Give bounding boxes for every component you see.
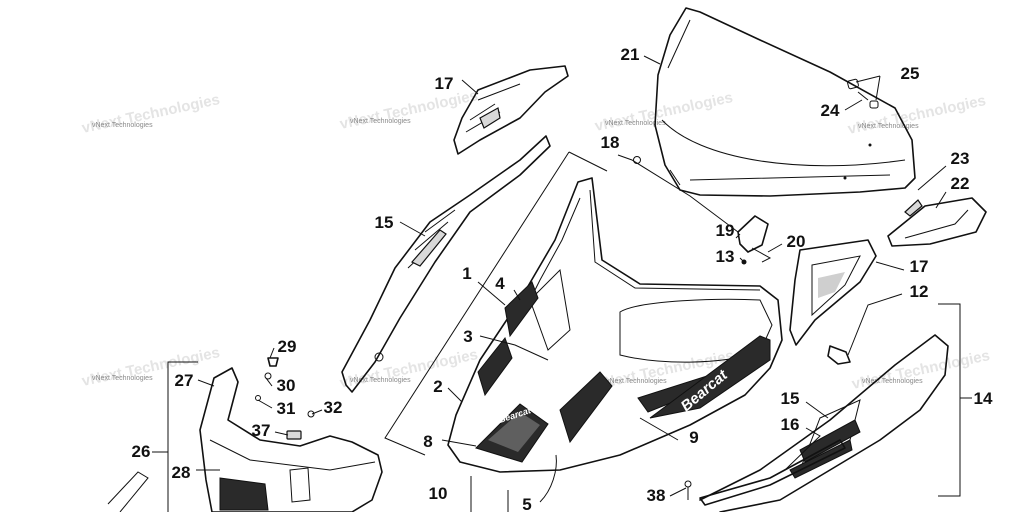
callout-c26: 26 xyxy=(132,442,151,461)
watermark-text: vNext Technologies xyxy=(92,122,153,129)
callout-c38: 38 xyxy=(647,486,666,505)
mirror-right xyxy=(789,239,877,346)
callout-c1: 1 xyxy=(462,264,471,283)
watermark-layer: vNext Technologies vNext Technologies vNex… xyxy=(80,87,991,393)
watermark-text: vNext Technologies xyxy=(92,375,153,382)
callout-c31: 31 xyxy=(277,399,296,418)
mirror-left xyxy=(453,65,569,155)
watermark-shadow: vNext Technologies xyxy=(80,344,221,390)
callout-c17a: 17 xyxy=(435,74,454,93)
callout-c14: 14 xyxy=(974,389,993,408)
watermark-shadow: vNext Technologies xyxy=(850,347,991,393)
callout-c16: 16 xyxy=(781,415,800,434)
callout-c9: 9 xyxy=(689,428,698,447)
watermark-text: vNext Technologies xyxy=(606,378,667,385)
bracket-1 xyxy=(384,151,608,456)
callout-c8: 8 xyxy=(423,432,432,451)
hardware xyxy=(255,78,879,500)
callout-c23: 23 xyxy=(951,149,970,168)
callout-c27: 27 xyxy=(175,371,194,390)
callout-c3: 3 xyxy=(463,327,472,346)
leader-lines xyxy=(152,55,972,512)
callout-c28: 28 xyxy=(172,463,191,482)
callout-c10: 10 xyxy=(429,484,448,503)
callout-c19: 19 xyxy=(716,221,735,240)
callout-c13: 13 xyxy=(716,247,735,266)
callout-c30: 30 xyxy=(277,376,296,395)
callout-c5: 5 xyxy=(522,495,531,512)
watermark-shadow: vNext Technologies xyxy=(593,89,734,135)
side-panel-right xyxy=(699,334,949,512)
watermark-text: vNext Technologies xyxy=(858,123,919,130)
callout-c21: 21 xyxy=(621,45,640,64)
watermark-shadow: vNext Technologies xyxy=(846,92,987,138)
side-trim-left xyxy=(341,135,551,393)
callout-c20: 20 xyxy=(787,232,806,251)
callout-c17b: 17 xyxy=(910,257,929,276)
hood xyxy=(447,177,783,473)
watermark-text: vNext Technologies xyxy=(350,377,411,384)
front-bumper xyxy=(107,367,383,512)
callout-c25: 25 xyxy=(901,64,920,83)
callout-c22: 22 xyxy=(951,174,970,193)
watermark-text: vNext Technologies xyxy=(350,118,411,125)
callout-c4: 4 xyxy=(495,274,505,293)
callout-c32: 32 xyxy=(324,398,343,417)
callout-c15a: 15 xyxy=(375,213,394,232)
watermark-text: vNext Technologies xyxy=(605,120,666,127)
watermark-text: vNext Technologies xyxy=(862,378,923,385)
callout-c15b: 15 xyxy=(781,389,800,408)
callout-c24: 24 xyxy=(821,101,840,120)
callout-c2: 2 xyxy=(433,377,442,396)
headlight-lens xyxy=(887,197,987,247)
watermark-shadow: vNext Technologies xyxy=(338,346,479,392)
callout-c18: 18 xyxy=(601,133,620,152)
callout-c29: 29 xyxy=(278,337,297,356)
callout-c12: 12 xyxy=(910,282,929,301)
callout-c37: 37 xyxy=(252,421,271,440)
watermark-shadow: vNext Technologies xyxy=(80,91,221,137)
